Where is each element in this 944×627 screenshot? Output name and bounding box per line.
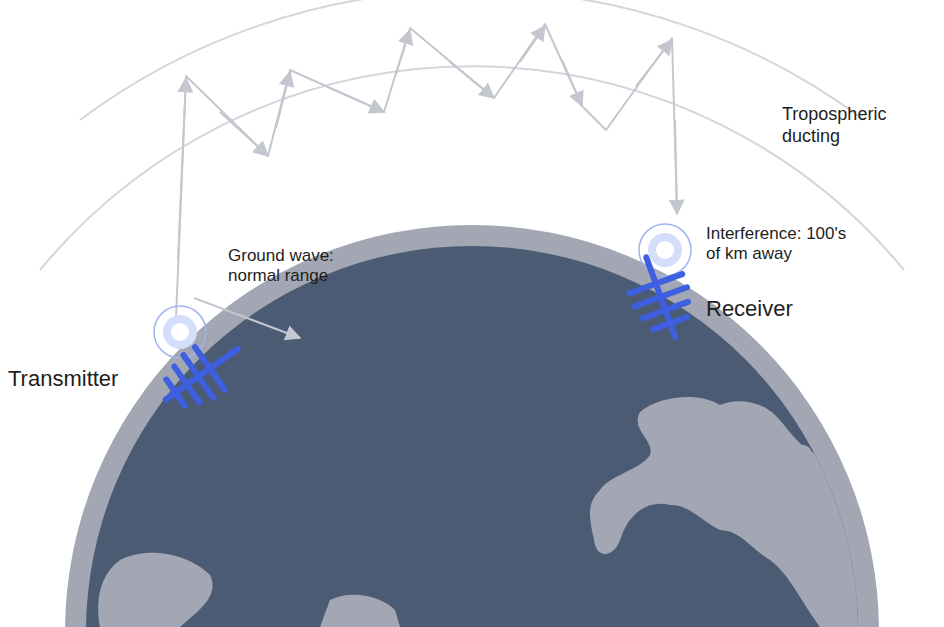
ray-arrows <box>178 26 677 338</box>
wave-label: Ground wave: normal range <box>228 246 348 287</box>
ducting-ray-path <box>176 24 677 318</box>
transmitter-antenna <box>151 306 253 421</box>
region-label: Tropospheric ducting <box>782 104 922 147</box>
duct-upper-boundary <box>80 0 864 120</box>
station-label: Receiver <box>706 296 906 322</box>
station-label: Transmitter <box>8 366 158 392</box>
receiver-antenna <box>620 224 702 347</box>
continents <box>98 397 930 627</box>
wave-label: Interference: 100's of km away <box>706 224 852 265</box>
